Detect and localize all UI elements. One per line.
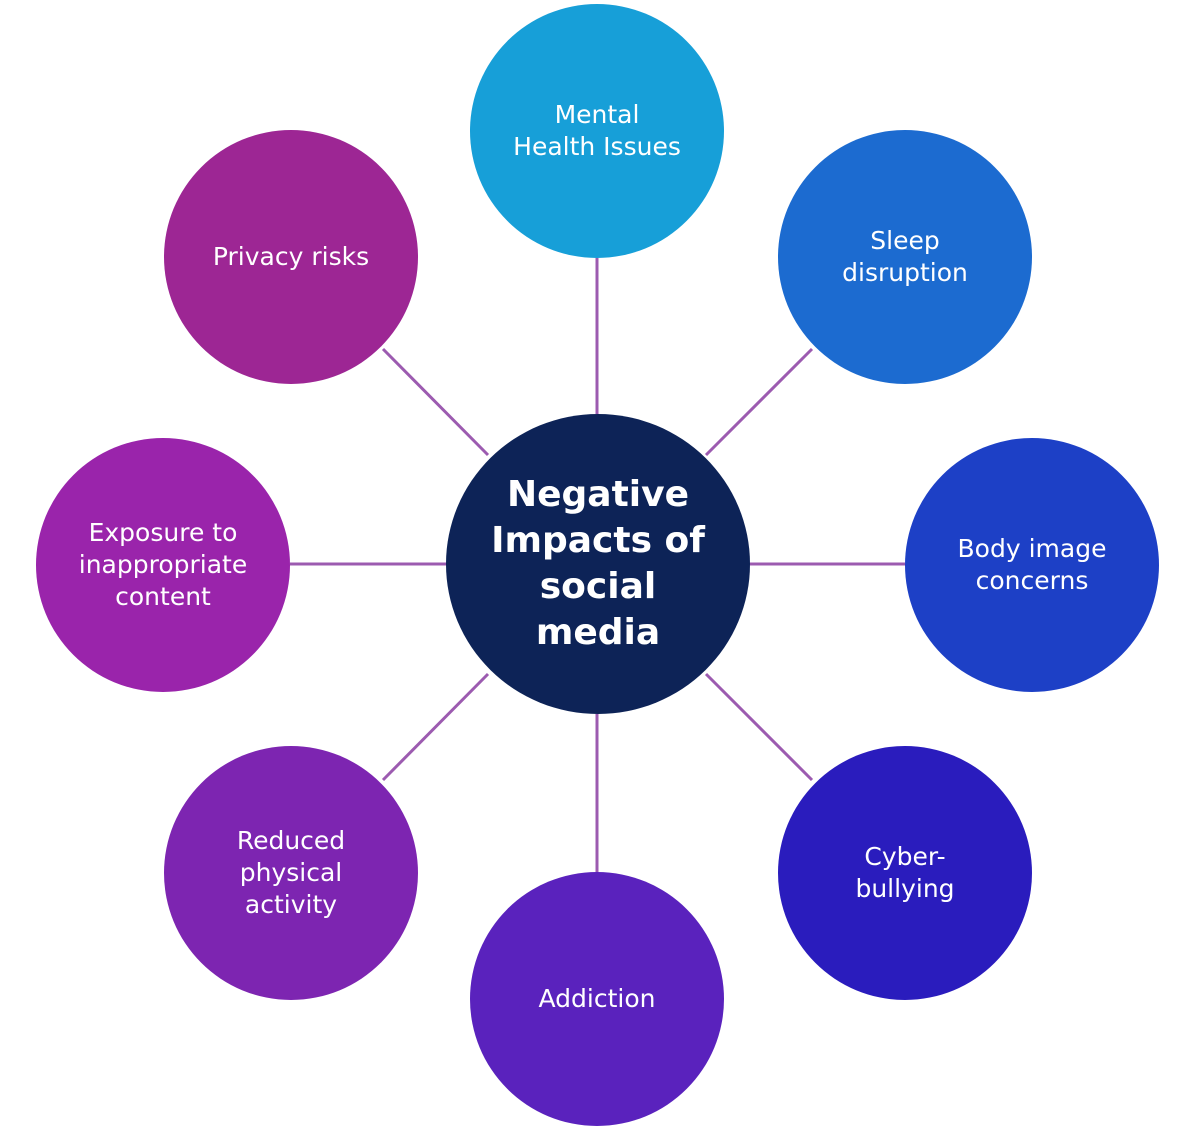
node-reduced-activity: Reduced physical activity — [164, 746, 418, 1000]
center-node: Negative Impacts of social media — [446, 414, 750, 714]
node-sleep-disruption: Sleep disruption — [778, 130, 1032, 384]
connector-cyber — [704, 672, 814, 782]
node-addiction-label: Addiction — [538, 984, 656, 1013]
node-addiction: Addiction — [470, 872, 724, 1126]
connector-privacy — [381, 347, 490, 457]
node-privacy-risks-label: Privacy risks — [212, 242, 370, 271]
node-reduced-activity-label: Reduced physical activity — [236, 826, 346, 919]
node-sleep-disruption-label: Sleep disruption — [842, 226, 968, 287]
node-body-image: Body image concerns — [905, 438, 1159, 692]
node-exposure-content: Exposure to inappropriate content — [36, 438, 290, 692]
node-cyberbullying-label: Cyber- bullying — [855, 842, 955, 903]
connector-sleep — [704, 347, 814, 457]
node-mental-health-label: Mental Health Issues — [513, 100, 681, 161]
node-mental-health: Mental Health Issues — [470, 4, 724, 258]
node-body-image-label: Body image concerns — [957, 534, 1107, 595]
center-node-label: Negative Impacts of social media — [491, 474, 705, 653]
connector-reduced — [381, 672, 490, 782]
node-cyberbullying: Cyber- bullying — [778, 746, 1032, 1000]
node-exposure-content-label: Exposure to inappropriate content — [78, 518, 248, 611]
node-privacy-risks: Privacy risks — [164, 130, 418, 384]
